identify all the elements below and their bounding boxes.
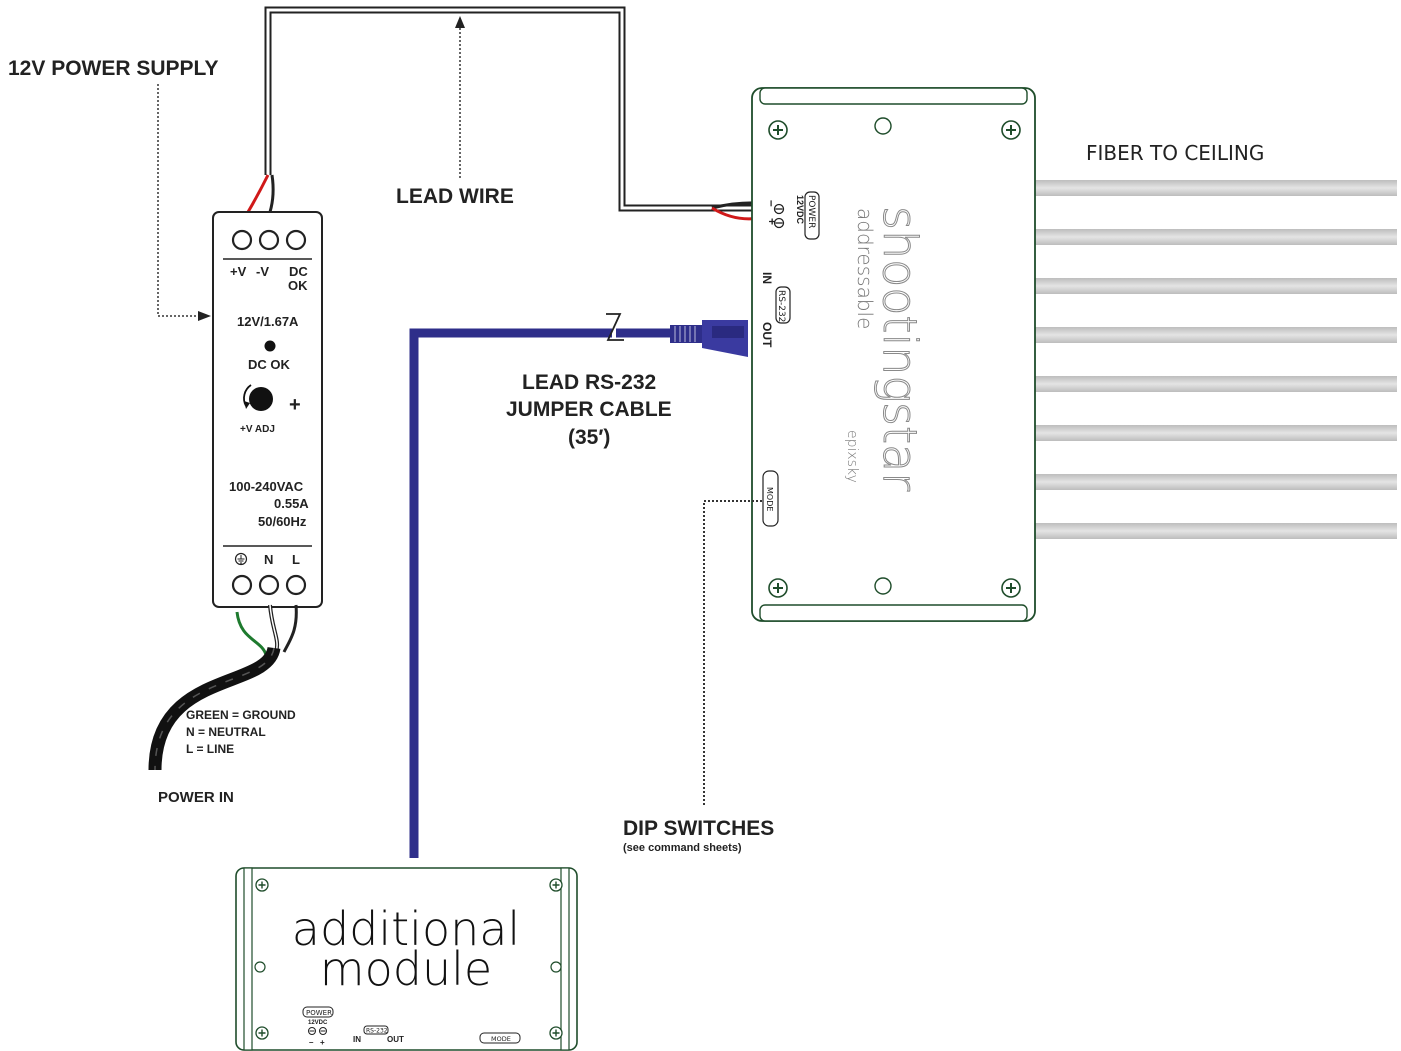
- main-module-volts-text: 12VDC: [795, 195, 805, 225]
- fiber-strand: [1031, 278, 1397, 294]
- fiber-strand: [1031, 327, 1397, 343]
- fiber-strand: [1031, 523, 1397, 539]
- main-module-minus-text: –: [765, 200, 779, 207]
- power-supply-callout: 12V POWER SUPPLY: [8, 57, 218, 321]
- main-module-plus-text: +: [765, 218, 779, 225]
- fiber-label: FIBER TO CEILING: [1086, 141, 1264, 165]
- main-module-power-label-text: POWER: [806, 195, 816, 228]
- psu-led-label-text: DC OK: [248, 357, 291, 372]
- fiber-strand: [1031, 474, 1397, 490]
- main-module-brand-small-text: addressable: [853, 208, 877, 329]
- psu-dc-ok-1-text: DC: [289, 264, 308, 279]
- labels-dip-sub-text: (see command sheets): [623, 842, 742, 854]
- main-module-out-label-text: OUT: [760, 322, 774, 348]
- additional-module-minus-text: –: [309, 1038, 314, 1047]
- additional-module-rs232-label-text: RS-232: [366, 1028, 388, 1035]
- labels-legend-n-text: N = NEUTRAL: [186, 725, 266, 739]
- psu-input-voltage-text: 100-240VAC: [229, 479, 304, 494]
- cable-break-icon: [606, 313, 624, 341]
- additional-module-mode-label-text: MODE: [491, 1035, 511, 1043]
- power-in-label: POWER IN: [158, 789, 234, 806]
- psu-term-l-text: L: [292, 552, 300, 567]
- mode-switch: MODE: [762, 470, 779, 527]
- brand-text: addressable shooting star epixsky: [844, 206, 928, 492]
- additional-mode-switch: MODE: [479, 1032, 521, 1044]
- psu-rating-text: 12V/1.67A: [237, 314, 299, 329]
- psu-adj-label-text: +V ADJ: [240, 424, 275, 435]
- rj45-connector: [670, 325, 702, 343]
- additional-module-plus-text: +: [320, 1038, 325, 1047]
- rs232-port: IN RS-232 OUT: [760, 272, 791, 348]
- main-module-brand-big-2-text: star: [873, 402, 927, 491]
- rs232-cable: LEAD RS-232 JUMPER CABLE (35′): [409, 313, 748, 858]
- main-module-rs232-label-text: RS-232: [776, 290, 786, 322]
- labels-rs232-line2-text: JUMPER CABLE: [506, 398, 672, 421]
- lead-wire: [246, 6, 761, 221]
- main-module-maker-text: epixsky: [844, 430, 860, 483]
- additional-module-volts-text: 12VDC: [308, 1020, 328, 1026]
- psu-dc-ok-2-text: OK: [288, 278, 308, 293]
- labels-legend-l-text: L = LINE: [186, 742, 234, 756]
- top-terminals: [231, 229, 307, 251]
- adjust-knob: [249, 387, 273, 411]
- labels-rs232-line3-text: (35′): [568, 426, 610, 449]
- fiber-strand: [1031, 180, 1397, 196]
- labels-rs232-line1-text: LEAD RS-232: [522, 371, 656, 394]
- psu-input-freq-text: 50/60Hz: [258, 514, 307, 529]
- power-supply-label: 12V POWER SUPPLY: [8, 57, 218, 80]
- dip-switches-callout: DIP SWITCHES (see command sheets): [623, 500, 774, 854]
- psu-input-current-text: 0.55A: [274, 496, 309, 511]
- fiber-strand: [1031, 425, 1397, 441]
- labels-legend-green-text: GREEN = GROUND: [186, 708, 296, 722]
- additional-title-line2: module: [320, 942, 492, 996]
- additional-title-line1: additional: [292, 902, 520, 956]
- mains-cable: GREEN = GROUND N = NEUTRAL L = LINE POWE…: [148, 604, 298, 806]
- labels-dip-title-text: DIP SWITCHES: [623, 817, 774, 840]
- dc-ok-led: [264, 340, 276, 352]
- lead-wire-label: LEAD WIRE: [396, 185, 514, 208]
- power-port: – + 12VDC POWER: [765, 191, 820, 240]
- fiber-strand: [1031, 376, 1397, 392]
- ground-symbol-icon: [234, 552, 248, 566]
- bottom-terminals: [231, 574, 307, 596]
- psu-term-n-text: N: [264, 552, 273, 567]
- power-supply: +V -V DC OK 12V/1.67A DC OK + +V ADJ 100…: [212, 211, 323, 608]
- additional-rs232-port: IN RS-232 OUT: [353, 1025, 404, 1044]
- psu-terminal-neg-text: -V: [256, 264, 269, 279]
- additional-module-in-label-text: IN: [353, 1035, 361, 1044]
- fiber-bundle: FIBER TO CEILING: [1031, 141, 1397, 539]
- additional-module-power-label-text: POWER: [306, 1009, 332, 1017]
- additional-module-out-label-text: OUT: [387, 1035, 404, 1044]
- psu-plus-text: +: [289, 394, 301, 416]
- fiber-strand: [1031, 229, 1397, 245]
- main-module-mode-label-text: MODE: [765, 487, 774, 511]
- main-module-in-label-text: IN: [760, 272, 774, 284]
- lead-wire-callout: LEAD WIRE: [396, 16, 514, 208]
- main-module-brand-big-1-text: shooting: [873, 206, 927, 403]
- main-module: addressable shooting star epixsky – + 12…: [751, 87, 1036, 622]
- additional-module: additional module POWER 12VDC – + IN RS-…: [235, 867, 578, 1051]
- psu-terminal-pos-text: +V: [230, 264, 247, 279]
- additional-power-port: POWER 12VDC – +: [302, 1006, 334, 1047]
